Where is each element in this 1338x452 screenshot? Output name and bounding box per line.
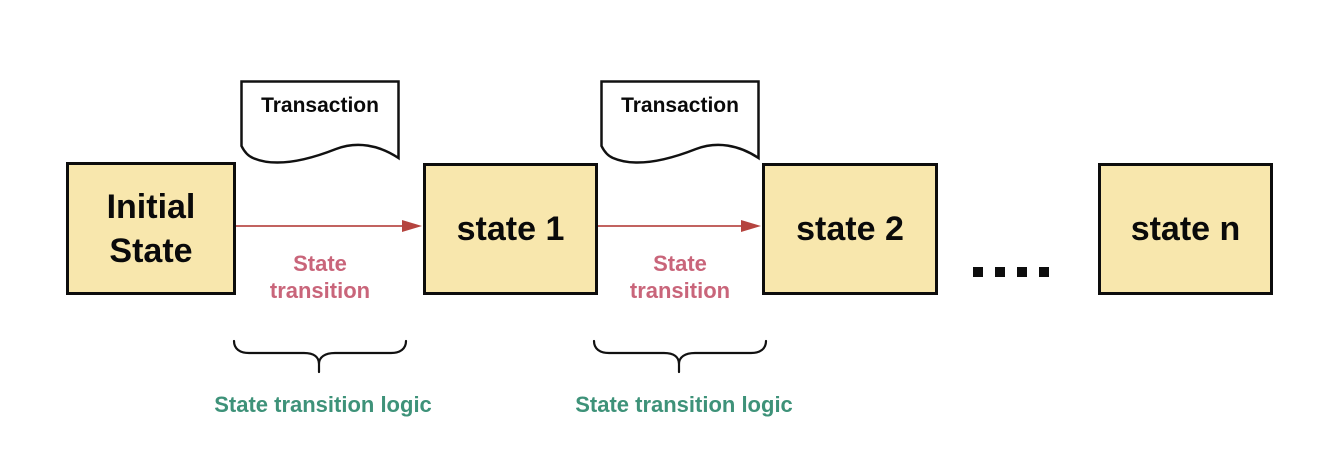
document-icon [600,80,760,164]
state-2-box: state 2 [762,163,938,295]
transaction-document-1: Transaction [240,80,400,164]
state-1-label: state 1 [456,210,565,248]
state-n-box: state n [1098,163,1273,295]
state-transition-label-2: State transition [629,251,731,303]
curly-brace-icon-1 [232,339,408,374]
initial-state-label: Initial State [106,187,196,270]
state-transition-label-1: State transition [269,251,371,303]
transaction-label: Transaction [621,94,739,117]
transaction-document-2: Transaction [600,80,760,164]
initial-state-box: Initial State [66,162,236,295]
document-icon [240,80,400,164]
ellipsis-dots [973,266,1049,277]
state-transition-logic-label-1: State transition logic [214,392,432,417]
state-1-box: state 1 [423,163,598,295]
state-n-label: state n [1130,210,1241,248]
state-2-label: state 2 [796,210,904,248]
transaction-label: Transaction [261,94,379,117]
state-transition-logic-label-2: State transition logic [575,392,793,417]
arrow-icon-initial-to-state1 [236,220,422,232]
arrow-icon-state1-to-state2 [598,220,761,232]
curly-brace-icon-2 [592,339,768,374]
